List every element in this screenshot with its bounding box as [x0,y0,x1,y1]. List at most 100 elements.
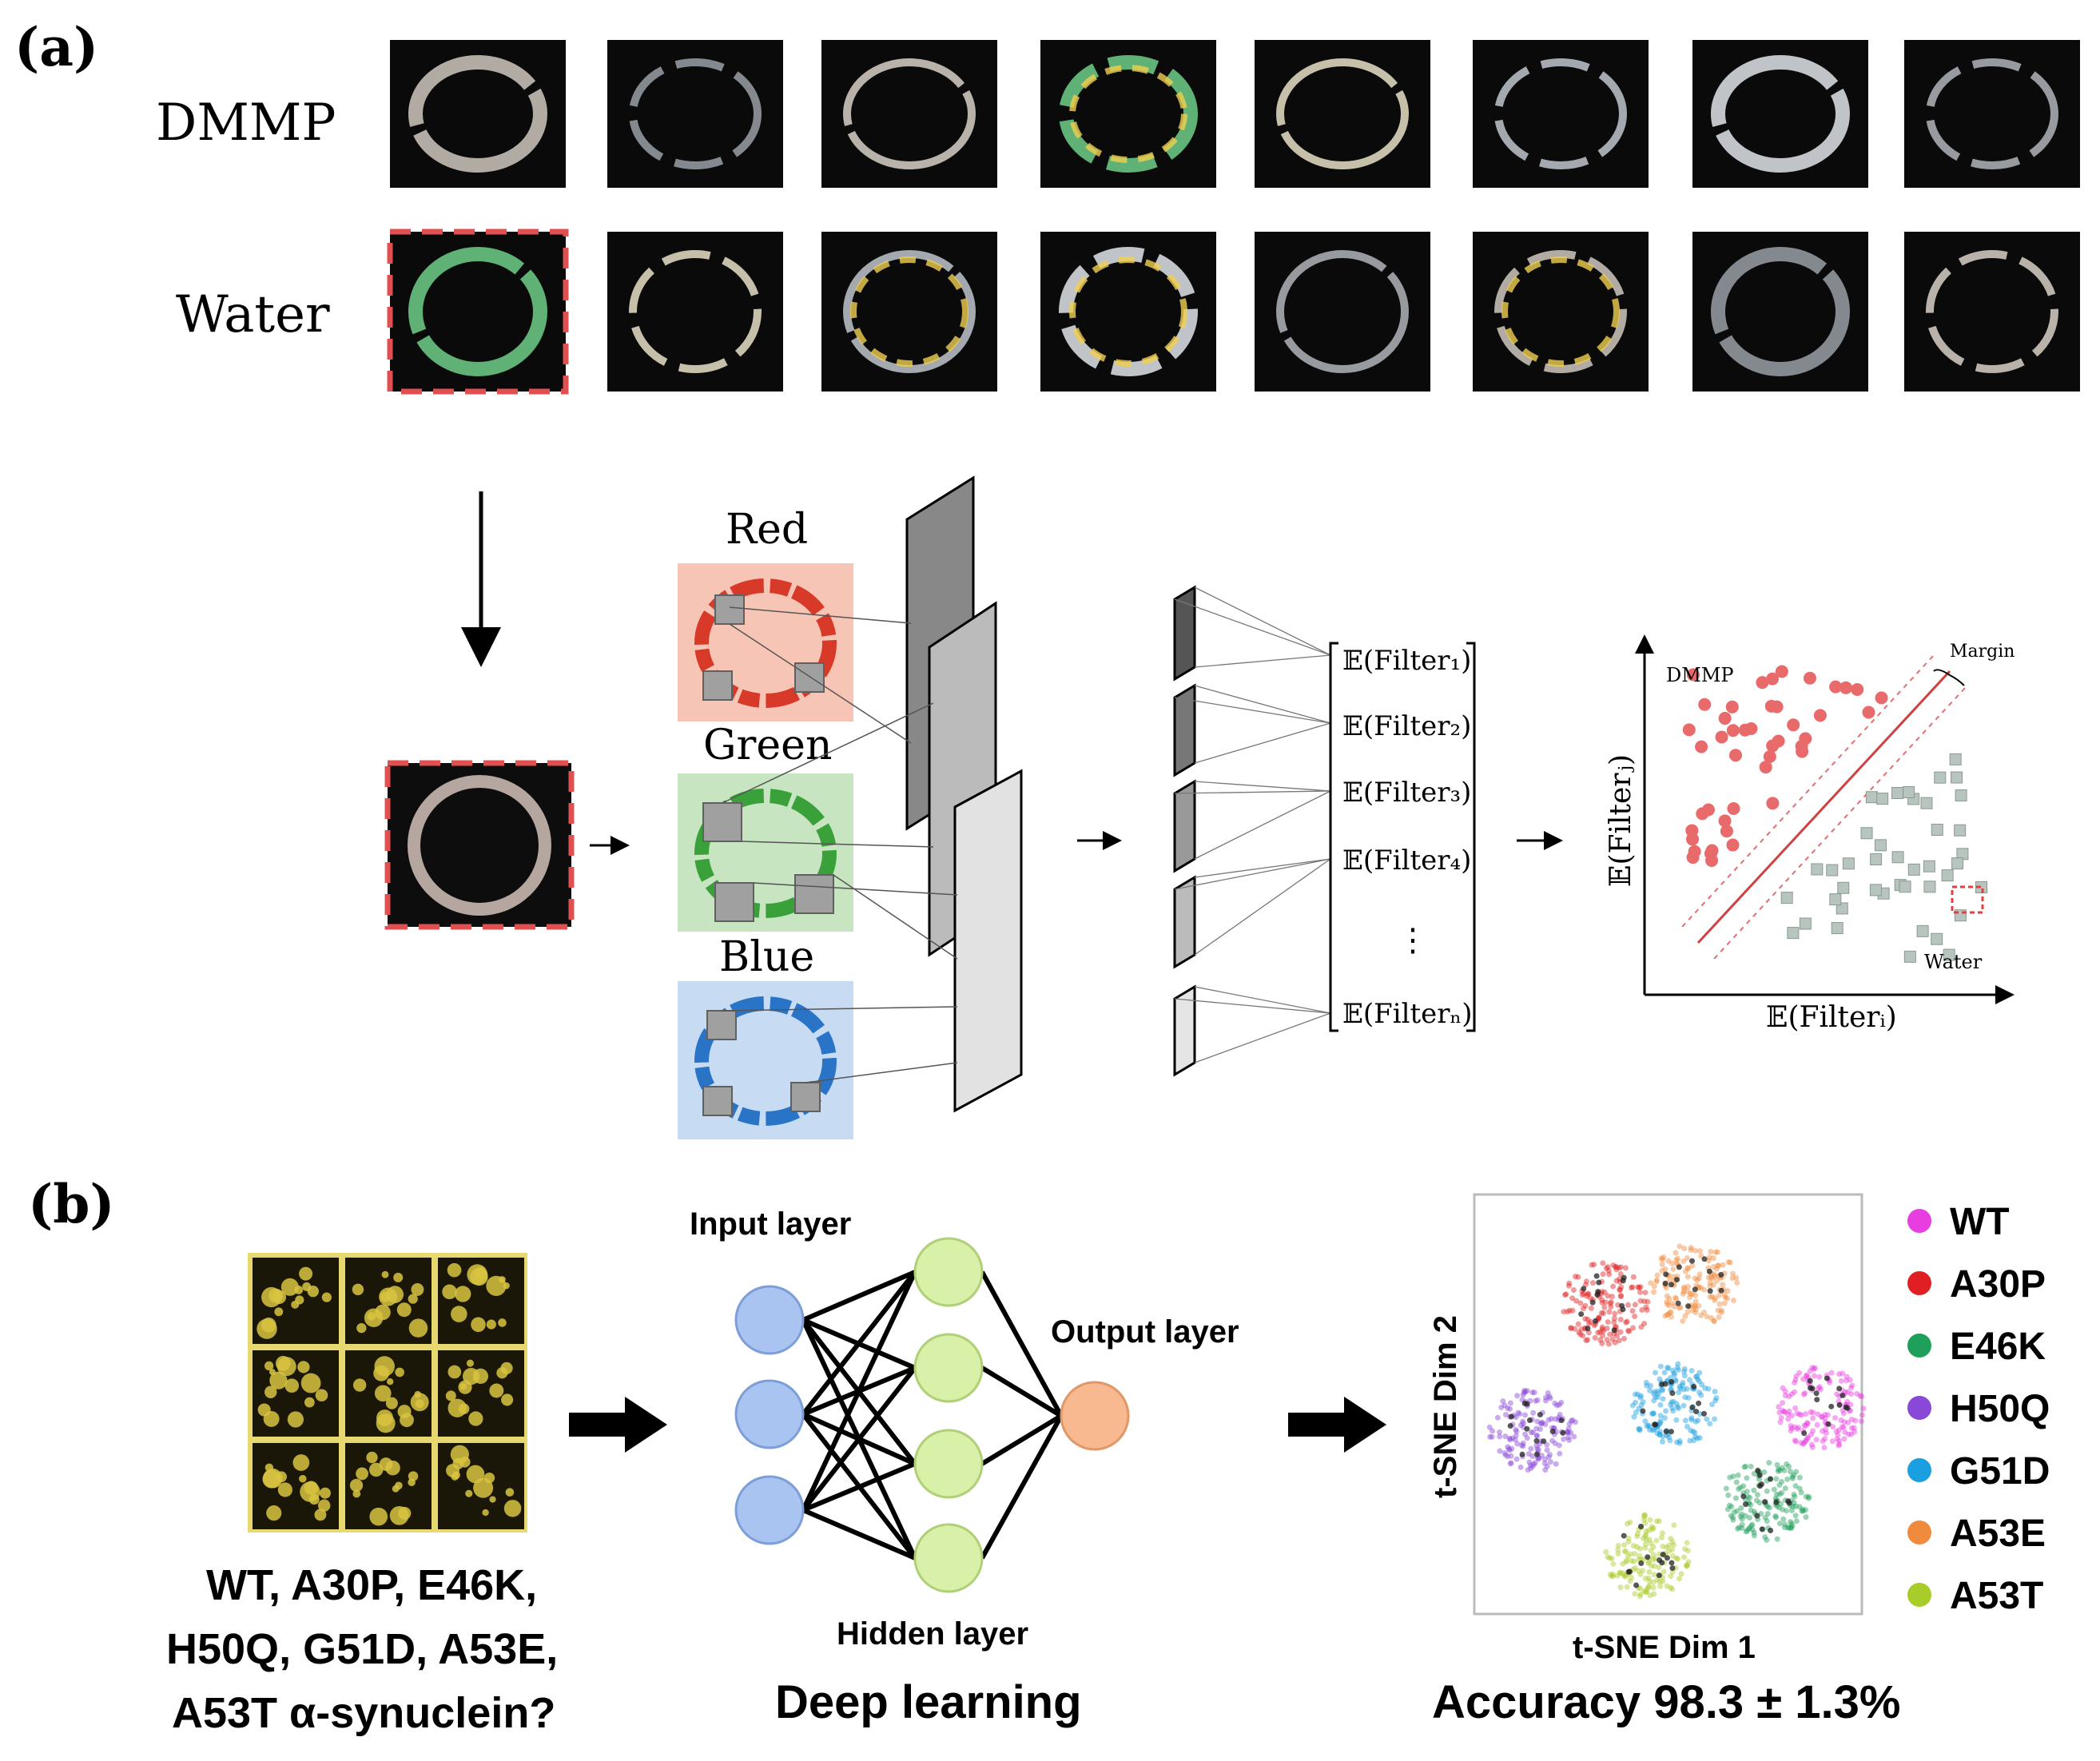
tsne-point-dark [1768,1476,1774,1482]
tsne-point-dark [1706,1268,1712,1274]
dmmp-point [1726,724,1740,737]
tsne-point [1845,1419,1851,1425]
tsne-point [1669,1300,1676,1306]
tsne-point [1724,1288,1731,1294]
legend-label: A53E [1950,1513,2046,1555]
tsne-point [1788,1524,1794,1531]
tsne-point [1701,1286,1708,1293]
tsne-point [1743,1463,1749,1469]
tsne-point [1664,1299,1670,1306]
tsne-point [1705,1258,1712,1264]
tsne-point [1751,1532,1757,1539]
tsne-point [1776,1466,1782,1473]
tsne-point [1718,1309,1724,1315]
tsne-point [1794,1410,1800,1417]
nn-edge [801,1270,917,1416]
tsne-point [1585,1291,1592,1298]
water-point [1874,839,1887,852]
dmmp-point [1787,718,1800,732]
tsne-point [1821,1445,1828,1451]
tsne-point [1676,1576,1683,1582]
tsne-point [1583,1338,1589,1344]
channel-label-red: Red [726,506,808,554]
input-node [734,1379,805,1449]
legend-swatch [1907,1209,1931,1233]
tsne-point-dark [1524,1425,1530,1432]
tsne-point [1533,1425,1540,1432]
dmmp-point [1725,700,1739,714]
tsne-point [1645,1560,1652,1567]
tsne-point [1808,1441,1815,1448]
tsne-point [1609,1571,1616,1577]
tsne-point [1645,1575,1652,1581]
tsne-point [1556,1442,1562,1449]
tsne-point [1822,1411,1828,1417]
tsne-point [1625,1302,1631,1308]
tsne-point [1788,1521,1795,1527]
tsne-point [1520,1443,1526,1449]
tsne-point [1736,1524,1742,1531]
tsne-point [1744,1489,1750,1495]
tsne-point [1859,1393,1865,1400]
tsne-point [1762,1514,1768,1521]
legend-swatch [1907,1583,1931,1607]
tsne-point [1710,1282,1716,1288]
dmmp-droplet-image [1692,40,1868,188]
tsne-point [1710,1255,1716,1262]
tsne-point [1673,1417,1680,1423]
tsne-point [1621,1335,1627,1342]
tsne-point [1792,1513,1799,1519]
tsne-point-dark [1768,1527,1774,1533]
nn-edge [801,1270,917,1322]
tsne-point [1613,1278,1620,1284]
tsne-point [1829,1438,1836,1445]
tsne-point-dark [1718,1287,1724,1294]
tsne-point [1642,1532,1649,1539]
tsne-point [1629,1308,1636,1314]
dmmp-point [1682,723,1696,737]
tsne-point [1731,1509,1737,1516]
tsne-point [1680,1386,1687,1393]
tsne-point [1661,1254,1667,1260]
tsne-point [1810,1409,1816,1416]
water-point [1907,863,1920,876]
tsne-point-dark [1691,1383,1697,1389]
tsne-point [1627,1519,1633,1525]
tsne-point [1645,1559,1652,1565]
tsne-point [1646,1426,1653,1433]
tsne-point-dark [1659,1381,1665,1388]
water-point [1943,948,1955,961]
tsne-point [1629,1284,1636,1290]
tsne-point-dark [1593,1273,1600,1279]
tsne-point [1556,1401,1562,1408]
tsne-point-dark [1621,1274,1627,1281]
tsne-point [1668,1309,1674,1315]
tsne-point-dark [1813,1390,1820,1397]
legend-item-a53e: A53E [1907,1513,2046,1555]
tsne-point [1585,1320,1592,1326]
network-connections [801,1270,1064,1560]
tsne-point [1591,1322,1597,1329]
tsne-point [1657,1413,1664,1419]
tsne-point [1696,1389,1703,1396]
tsne-point [1739,1516,1745,1522]
tsne-point [1513,1456,1520,1462]
tsne-point-dark [1668,1282,1674,1288]
tsne-point [1601,1289,1608,1295]
tsne-point [1489,1433,1495,1440]
tsne-point [1524,1388,1530,1394]
water-droplet-image [821,232,997,392]
tsne-point-dark [1653,1421,1659,1428]
tsne-point [1637,1426,1643,1433]
tsne-point [1725,1492,1732,1498]
tsne-point [1643,1589,1649,1596]
tsne-point [1632,1551,1638,1557]
tsne-point [1632,1302,1638,1308]
tsne-point [1680,1286,1687,1292]
tsne-point [1672,1294,1679,1301]
tsne-point [1542,1397,1549,1404]
tsne-point [1636,1285,1642,1291]
tsne-point [1713,1278,1720,1284]
tsne-point [1819,1413,1825,1420]
legend-label: E46K [1950,1326,2046,1368]
